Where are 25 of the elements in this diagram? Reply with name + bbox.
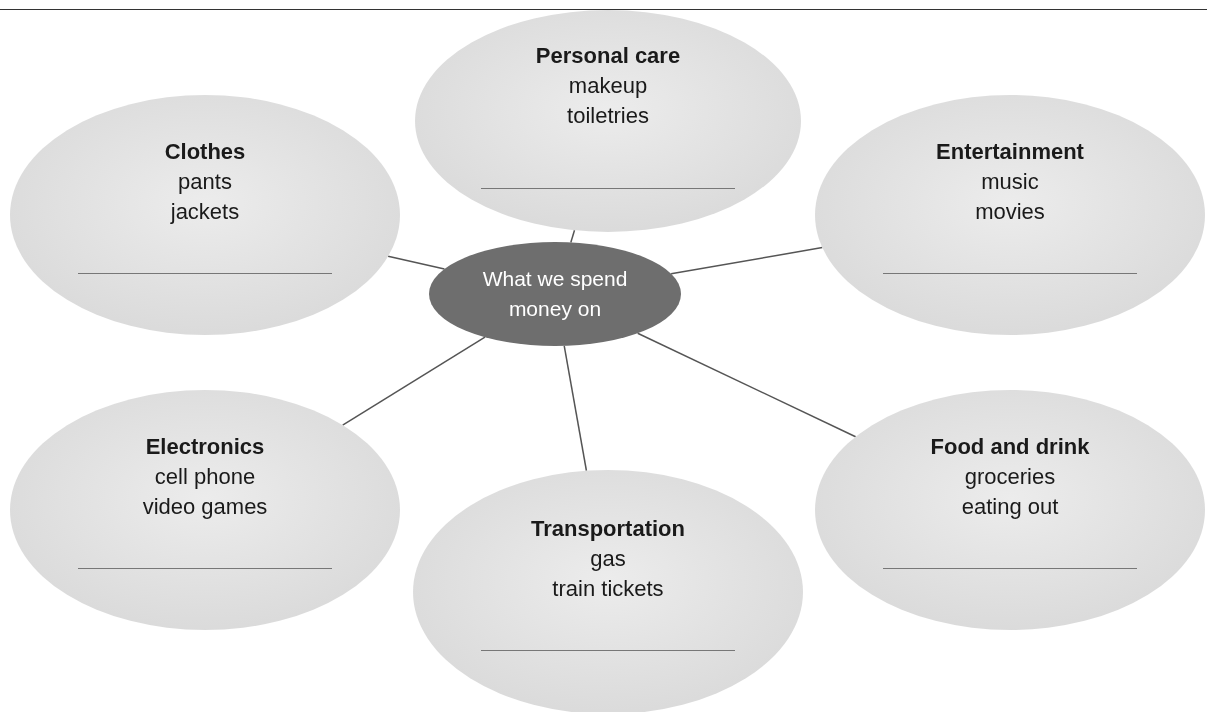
connector-line <box>563 345 588 472</box>
category-heading: Entertainment <box>936 138 1084 166</box>
category-heading: Transportation <box>531 515 685 543</box>
center-label: What we spend money on <box>481 266 629 322</box>
example-item: pants <box>178 168 232 196</box>
connector-line <box>670 246 824 275</box>
example-item: groceries <box>964 463 1056 491</box>
example-item: train tickets <box>552 575 664 603</box>
example-item: music <box>981 168 1039 196</box>
example-item: jackets <box>170 198 240 226</box>
example-item: video games <box>142 493 268 521</box>
example-item: gas <box>590 545 626 573</box>
category-heading: Clothes <box>164 138 246 166</box>
category-heading: Food and drink <box>930 433 1090 461</box>
connector-line <box>570 229 576 244</box>
category-heading: Personal care <box>535 42 681 70</box>
category-heading: Electronics <box>145 433 265 461</box>
connector-line <box>341 336 486 426</box>
example-item: movies <box>975 198 1045 226</box>
connector-line <box>636 332 857 438</box>
example-item: cell phone <box>154 463 256 491</box>
example-item: eating out <box>961 493 1059 521</box>
example-item: toiletries <box>567 102 649 130</box>
connector-line <box>387 255 446 270</box>
example-item: makeup <box>568 72 648 100</box>
